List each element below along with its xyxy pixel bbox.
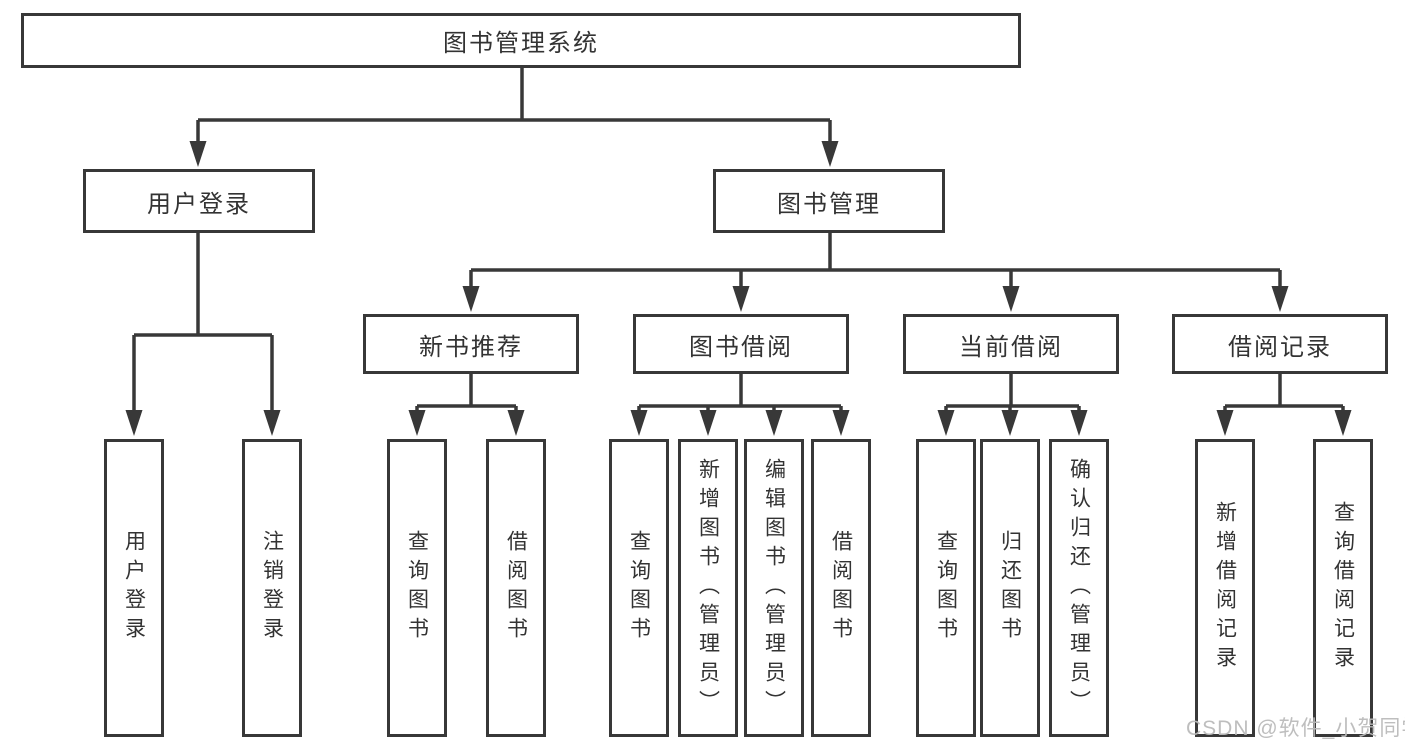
leaf-query-books-2: 查询图书 <box>609 439 669 737</box>
leaf-query-books-3-label: 查询图书 <box>934 530 958 646</box>
node-current-borrow-label: 当前借阅 <box>959 333 1063 361</box>
connector-user-branch <box>125 233 281 436</box>
leaf-add-borrow-record-label: 新增借阅记录 <box>1213 501 1237 675</box>
leaf-query-books-3: 查询图书 <box>916 439 976 737</box>
node-root-system: 图书管理系统 <box>21 13 1021 68</box>
leaf-query-books-2-label: 查询图书 <box>627 530 651 646</box>
connector-new-book-section <box>408 374 525 436</box>
leaf-confirm-return-admin: 确认归还（管理员） <box>1049 439 1109 737</box>
leaf-query-borrow-record: 查询借阅记录 <box>1313 439 1373 737</box>
leaf-borrow-books-2: 借阅图书 <box>811 439 871 737</box>
connector-book-branch <box>462 233 1289 312</box>
leaf-borrow-books-1: 借阅图书 <box>486 439 546 737</box>
leaf-logout: 注销登录 <box>242 439 302 737</box>
leaf-borrow-books-2-label: 借阅图书 <box>829 530 853 646</box>
node-book-borrow: 图书借阅 <box>633 314 849 374</box>
connector-borrow-section <box>630 374 850 436</box>
leaf-query-books-1-label: 查询图书 <box>405 530 429 646</box>
node-new-book-recommend: 新书推荐 <box>363 314 579 374</box>
node-borrow-records: 借阅记录 <box>1172 314 1388 374</box>
leaf-confirm-return-admin-label: 确认归还（管理员） <box>1067 457 1091 719</box>
leaf-query-borrow-record-label: 查询借阅记录 <box>1331 501 1355 675</box>
leaf-add-books-admin: 新增图书（管理员） <box>678 439 738 737</box>
leaf-user-login: 用户登录 <box>104 439 164 737</box>
leaf-edit-books-admin: 编辑图书（管理员） <box>744 439 804 737</box>
node-user-login-branch-label: 用户登录 <box>147 190 251 218</box>
connector-records-section <box>1216 374 1352 436</box>
node-current-borrow: 当前借阅 <box>903 314 1119 374</box>
node-book-borrow-label: 图书借阅 <box>689 333 793 361</box>
leaf-borrow-books-1-label: 借阅图书 <box>504 530 528 646</box>
leaf-user-login-label: 用户登录 <box>122 530 146 646</box>
leaf-query-books-1: 查询图书 <box>387 439 447 737</box>
node-user-login-branch: 用户登录 <box>83 169 315 233</box>
connector-root-to-level2 <box>189 68 839 167</box>
node-borrow-records-label: 借阅记录 <box>1228 333 1332 361</box>
leaf-add-borrow-record: 新增借阅记录 <box>1195 439 1255 737</box>
node-new-book-recommend-label: 新书推荐 <box>419 333 523 361</box>
leaf-add-books-admin-label: 新增图书（管理员） <box>696 457 720 719</box>
node-book-management-branch-label: 图书管理 <box>777 190 881 218</box>
leaf-return-books: 归还图书 <box>980 439 1040 737</box>
node-book-management-branch: 图书管理 <box>713 169 945 233</box>
leaf-return-books-label: 归还图书 <box>998 530 1022 646</box>
connector-current-section <box>937 374 1088 436</box>
leaf-edit-books-admin-label: 编辑图书（管理员） <box>762 457 786 719</box>
leaf-logout-label: 注销登录 <box>260 530 284 646</box>
watermark: CSDN @软件_小贺同学 <box>1186 717 1405 740</box>
node-root-label: 图书管理系统 <box>443 30 599 57</box>
